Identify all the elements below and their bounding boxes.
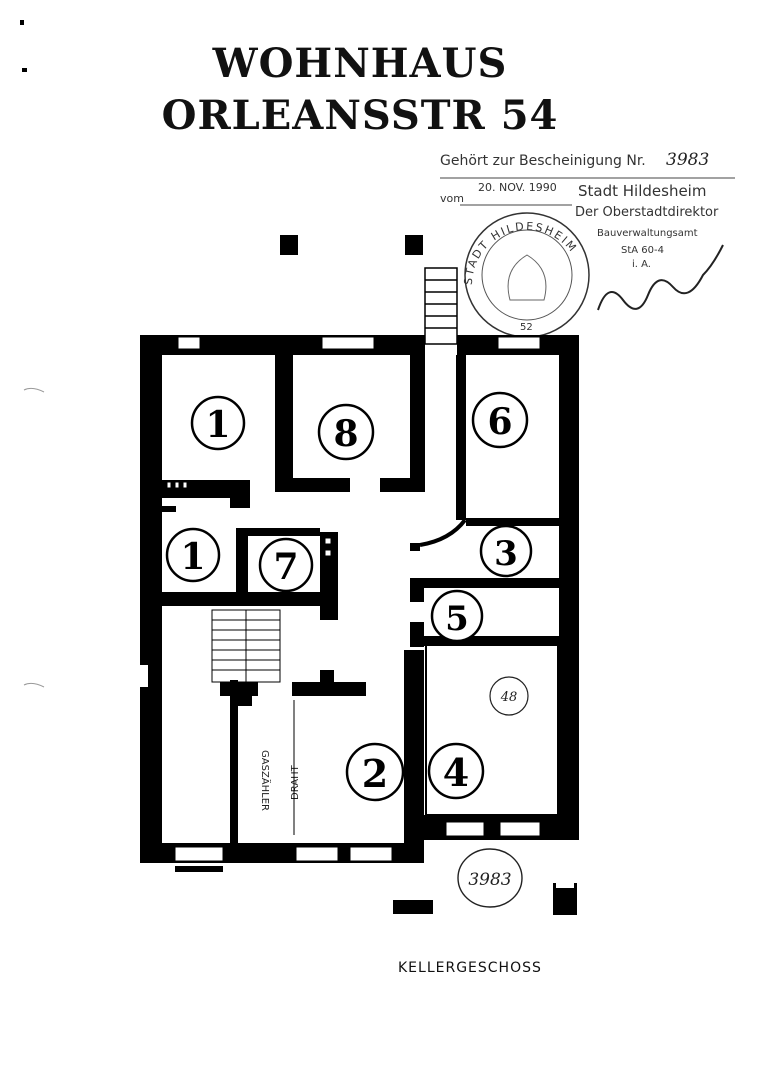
stamp-ia: i. A. xyxy=(632,259,651,270)
annotation-gas: GASZÄHLER xyxy=(259,750,272,811)
annotation-draht: DRAHT xyxy=(290,764,301,800)
city-seal: STADT HILDESHEIM 52 xyxy=(462,212,590,338)
bottom-circle xyxy=(457,848,523,908)
bottom-circle-number: 3983 xyxy=(468,870,511,890)
room-circle-7 xyxy=(258,537,314,593)
stamp-vom-label: vom xyxy=(440,192,464,205)
stamp-dept: Bauverwaltungsamt xyxy=(597,228,698,239)
room-circle-5 xyxy=(430,589,484,643)
room-circle-2 xyxy=(345,742,405,802)
title-line-2: ORLEANSSTR 54 xyxy=(161,92,559,139)
room-circle-1 xyxy=(190,395,246,451)
window-sills xyxy=(140,665,223,872)
svg-text:STADT HILDESHEIM: STADT HILDESHEIM xyxy=(462,220,580,285)
stamp-header: Gehört zur Bescheinigung Nr. xyxy=(440,153,646,169)
room-number-4: 4 xyxy=(443,750,469,795)
room-number-1b: 1 xyxy=(180,536,205,578)
room-number-8: 8 xyxy=(333,413,358,455)
stair-landing xyxy=(220,682,258,696)
room-circle-8 xyxy=(317,403,375,461)
room-number-5: 5 xyxy=(445,599,469,639)
stair-post xyxy=(236,696,252,706)
outer-stair xyxy=(424,267,458,345)
room-circle-1b xyxy=(165,527,221,583)
room-circle-3 xyxy=(479,524,533,578)
small-circle xyxy=(489,676,529,716)
detached-blocks xyxy=(280,235,577,915)
room-number-7: 7 xyxy=(273,546,298,588)
signature xyxy=(597,244,724,311)
room-number-3: 3 xyxy=(494,534,518,574)
stamp-ref: StA 60-4 xyxy=(621,245,664,256)
vents xyxy=(166,481,332,557)
floor-caption: KELLERGESCHOSS xyxy=(398,960,542,976)
inner-stair xyxy=(211,609,281,683)
room-circle-4 xyxy=(427,742,485,800)
small-circle-label: 48 xyxy=(500,690,518,705)
windows xyxy=(174,336,541,862)
stamp-city: Stadt Hildesheim xyxy=(578,182,707,200)
room-4-outline xyxy=(425,644,559,816)
stamp-date: 20. NOV. 1990 xyxy=(478,181,557,194)
door-swing xyxy=(419,518,467,547)
room-labels: 1 8 6 1 7 3 5 2 4 xyxy=(165,391,533,802)
room-number-6: 6 xyxy=(487,401,512,443)
seal-text: STADT HILDESHEIM xyxy=(462,220,578,285)
room-number-1: 1 xyxy=(205,404,230,446)
stamp-office: Der Oberstadtdirektor xyxy=(575,205,719,220)
seal-number: 52 xyxy=(520,322,533,333)
room-circle-6 xyxy=(471,391,529,449)
title-line-1: WOHNHAUS xyxy=(212,40,508,87)
stamp-number: 3983 xyxy=(666,150,710,170)
room-number-2: 2 xyxy=(362,751,388,796)
page-margin-marks xyxy=(20,20,45,688)
